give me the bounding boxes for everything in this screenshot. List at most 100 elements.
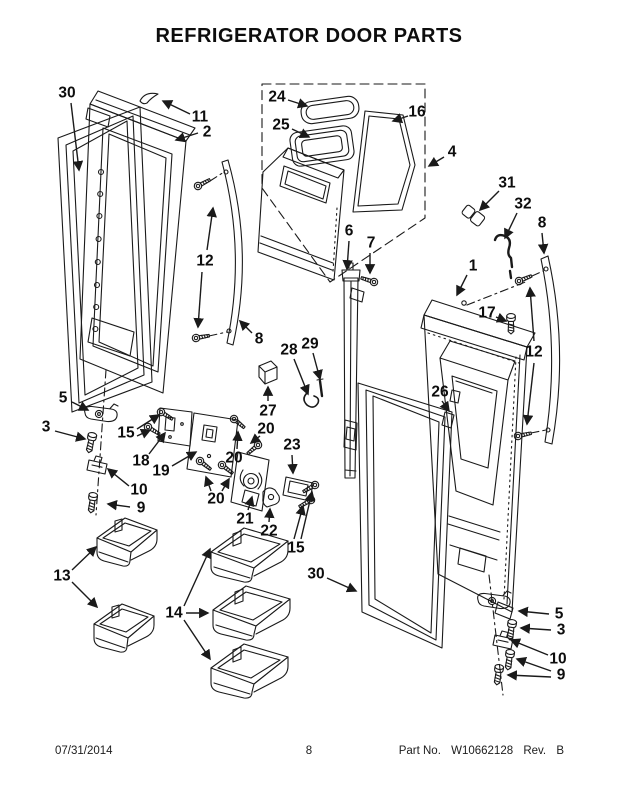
callout-leader-30 [326,577,358,593]
callout-label-8: 8 [538,215,547,232]
callout-leader-10 [106,468,130,487]
callout-leader-22 [264,507,275,523]
callout-label-27: 27 [259,403,276,420]
callout-label-3: 3 [42,419,51,436]
footer-page-number: 8 [305,745,313,757]
callout-label-15: 15 [287,540,305,557]
callout-leader-3 [54,430,87,442]
callout-label-5: 5 [555,606,564,623]
callout-label-10: 10 [549,651,566,668]
callout-label-30: 30 [58,85,75,102]
callout-leader-12 [193,271,204,329]
callout-label-20: 20 [257,421,274,438]
dispenser-panel-drawing [352,110,416,213]
callout-leader-21 [244,495,255,511]
callout-leader-4 [427,156,445,167]
callout-label-16: 16 [408,104,426,121]
callout-label-10: 10 [130,482,147,499]
callout-label-30: 30 [307,566,324,583]
callout-label-20: 20 [207,491,224,508]
callout-leader-13 [71,545,98,571]
dispenser-door-drawing [257,147,345,281]
callout-label-23: 23 [283,437,301,454]
page-footer: 07/31/2014 8 Part No. W10662128 Rev. B [0,745,618,765]
part-no-value: W10662128 [451,745,514,757]
door-bins-small-drawing [93,517,158,653]
callout-label-25: 25 [272,117,290,134]
door-stop-screw [506,313,516,335]
callout-leader-30 [70,102,84,172]
callout-leader-17 [495,312,508,323]
left-handle-drawing [191,159,243,346]
door-clip-part [449,389,461,404]
callout-leader-32 [504,212,518,240]
callout-leader-5 [71,401,90,411]
callout-label-9: 9 [137,500,146,517]
callout-leader-11 [161,100,191,115]
callout-leader-5 [517,606,550,618]
callout-label-19: 19 [152,463,170,480]
callout-leader-14 [183,547,212,607]
callout-leader-12 [525,286,536,342]
callout-label-11: 11 [192,109,209,126]
callout-label-18: 18 [132,453,150,470]
callout-leader-15 [136,428,152,439]
callout-label-24: 24 [268,89,286,106]
left-hinge-parts-drawing [83,369,119,516]
page-title: REFRIGERATOR DOOR PARTS [155,25,463,47]
callout-leader-3 [519,623,552,634]
right-hinge-parts-drawing [477,574,518,696]
callout-label-28: 28 [280,342,298,359]
callout-leader-8 [238,319,253,334]
callout-leader-25 [291,128,311,138]
callout-leader-23 [287,454,298,475]
callout-label-21: 21 [236,511,254,528]
callout-label-20: 20 [225,450,242,467]
callout-label-6: 6 [345,223,354,240]
valve-assembly-drawing [230,451,321,512]
callout-label-3: 3 [557,622,566,639]
callout-label-5: 5 [59,390,68,407]
callout-leader-9 [106,500,131,511]
right-door-gasket-drawing [357,382,453,649]
callout-leader-20 [204,475,214,492]
callout-leader-9 [515,657,552,672]
callout-label-17: 17 [478,305,495,322]
callout-leader-8 [537,232,549,255]
callout-leader-12 [522,362,535,426]
callout-leader-26 [439,400,450,413]
callout-label-4: 4 [448,144,457,161]
right-handle-drawing [513,255,561,445]
dispenser-grille-gasket-drawing [300,95,360,125]
callout-label-26: 26 [431,384,449,401]
callout-leader-13 [71,581,99,609]
callout-label-7: 7 [367,235,376,252]
callout-leader-20 [219,477,230,492]
callout-label-29: 29 [301,336,319,353]
callout-label-9: 9 [557,667,566,684]
callout-leader-18 [148,431,166,455]
callout-leader-14 [183,619,211,661]
mounting-plates-drawing [142,406,264,478]
mullion-drawing [341,262,380,479]
tube-hook-part-drawing [493,233,514,280]
handle-trim-part [139,92,159,105]
callout-leader-6 [342,240,353,271]
callout-leader-9 [506,670,552,681]
callout-leader-12 [206,206,217,251]
callout-leader-28 [293,358,310,396]
callout-leader-15 [293,504,306,540]
footer-date: 07/31/2014 [55,745,113,757]
callout-leader-15 [300,490,316,540]
callout-label-13: 13 [53,568,71,585]
callout-label-12: 12 [525,344,542,361]
roller-part-drawing [461,204,486,227]
door-bins-large-drawing [210,527,291,699]
callout-label-12: 12 [196,253,213,270]
callout-label-2: 2 [203,124,212,141]
callout-leader-15 [136,414,161,430]
callout-leader-2 [174,132,199,143]
callout-leader-1 [456,274,468,297]
callout-label-22: 22 [260,523,277,540]
